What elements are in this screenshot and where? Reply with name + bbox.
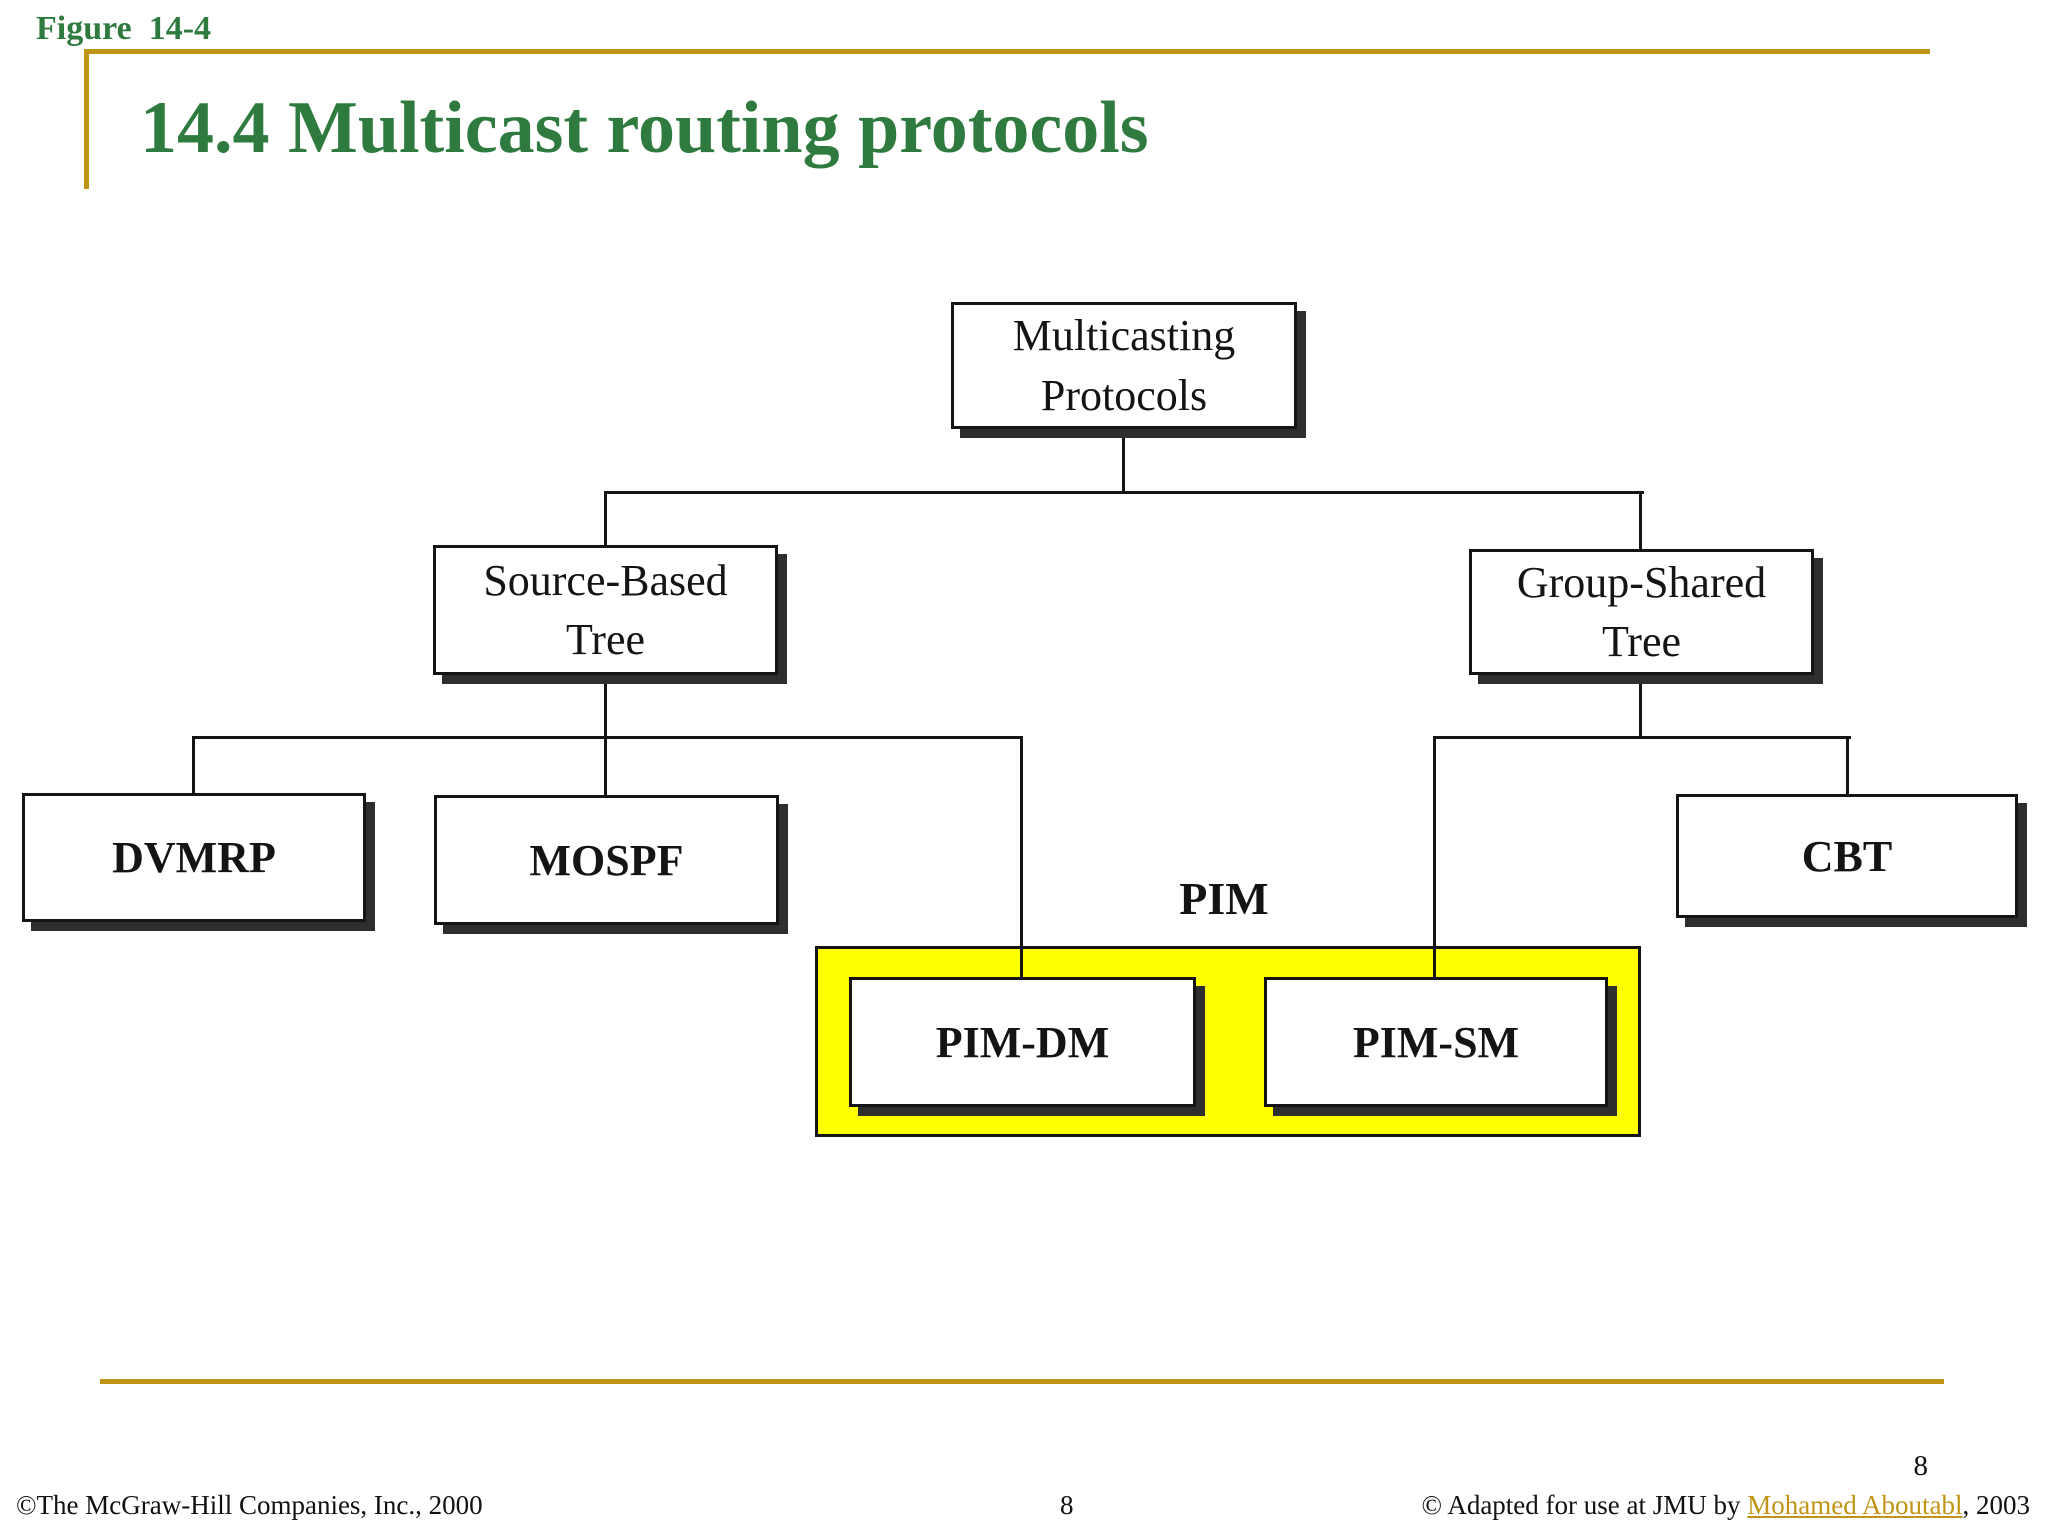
connector-right-horizontal [1433,736,1851,739]
node-label: Source-Based Tree [483,555,728,664]
connector-level1-horizontal [604,491,1644,494]
connector-group-shared-out [1639,675,1642,739]
figure-label: Figure 14-4 [36,10,212,47]
connector-root-vertical [1122,429,1125,493]
footer-adapted-credit: © Adapted for use at JMU by Mohamed Abou… [1422,1490,2030,1521]
node-cbt: CBT [1676,794,2018,918]
node-group-shared-tree: Group-Shared Tree [1469,549,1814,675]
node-label: PIM-SM [1352,1017,1520,1067]
connector-source-based-out [604,675,607,739]
footer-page-number: 8 [1060,1490,1074,1520]
connector-pim-sm-in [1433,736,1436,979]
node-label: DVMRP [112,833,276,882]
pim-group-label: PIM [1179,873,1269,924]
connector-cbt-in [1846,736,1849,796]
node-label: PIM-DM [935,1017,1110,1067]
connector-source-based-in [604,491,607,547]
node-label: Group-Shared Tree [1516,557,1767,666]
node-label: MOSPF [529,835,684,885]
node-label: CBT [1801,831,1893,881]
node-source-based-tree: Source-Based Tree [433,545,778,675]
connector-dvmrp-in [192,736,195,795]
footer-copyright-mcgrawhill: ©The McGraw-Hill Companies, Inc., 2000 [16,1490,483,1520]
footer-adapted-prefix: © Adapted for use at JMU by [1421,1490,1748,1520]
node-label: Multicasting Protocols [1012,311,1236,420]
footer-adapted-suffix: , 2003 [1962,1490,2031,1520]
node-multicasting-protocols: Multicasting Protocols [951,302,1297,429]
corner-page-number: 8 [1913,1450,1929,1482]
left-gold-rule [84,49,89,189]
node-dvmrp: DVMRP [22,793,366,922]
node-mospf: MOSPF [434,795,779,925]
node-pim-sm: PIM-SM [1264,977,1608,1107]
author-link[interactable]: Mohamed Aboutabl [1747,1490,1963,1520]
connector-mospf-in [604,736,607,797]
connector-left-horizontal [192,736,1023,739]
node-pim-dm: PIM-DM [849,977,1196,1107]
connector-group-shared-in [1639,491,1642,551]
connector-pim-dm-in [1020,736,1023,979]
page-title: 14.4 Multicast routing protocols [140,87,1149,169]
bottom-gold-rule [100,1379,1944,1384]
top-gold-rule [86,49,1930,54]
